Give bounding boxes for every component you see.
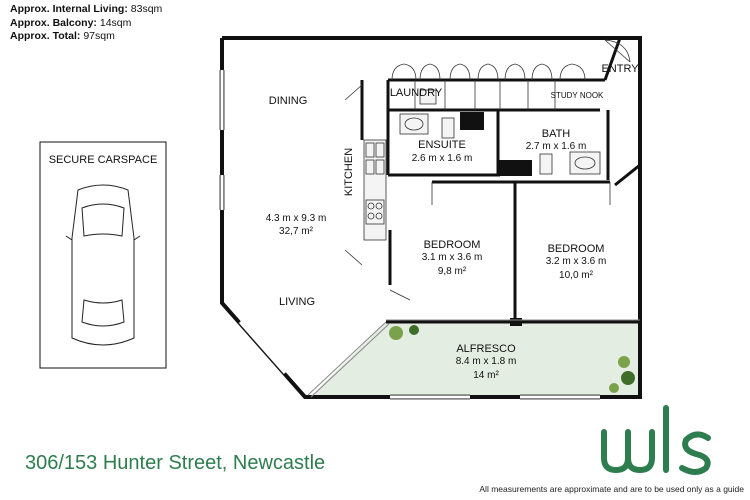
carspace-outline bbox=[39, 141, 167, 369]
pillar bbox=[510, 318, 522, 326]
label-kitchen: KITCHEN bbox=[343, 148, 355, 196]
car-icon bbox=[65, 184, 141, 346]
interior-walls bbox=[360, 37, 641, 324]
label-living: LIVING bbox=[279, 296, 315, 308]
label-ensuite-dims: 2.6 m x 1.6 m bbox=[412, 153, 473, 164]
label-bath-dims: 2.7 m x 1.6 m bbox=[526, 141, 587, 152]
property-address: 306/153 Hunter Street, Newcastle bbox=[25, 452, 326, 474]
windows bbox=[220, 70, 600, 399]
label-bedroom-1: BEDROOM bbox=[424, 239, 481, 251]
cupboard-doors bbox=[344, 39, 631, 301]
brand-logo bbox=[601, 405, 711, 475]
balcony-label: Approx. Balcony: bbox=[10, 16, 97, 29]
label-bath: BATH bbox=[542, 128, 571, 140]
label-living-dims: 4.3 m x 9.3 m bbox=[266, 213, 327, 224]
area-summary: Approx. Internal Living: 83sqm Approx. B… bbox=[10, 3, 162, 44]
duct-block bbox=[460, 112, 484, 130]
internal-living-label: Approx. Internal Living: bbox=[10, 3, 128, 15]
label-bedroom-1-area: 9,8 m² bbox=[438, 266, 467, 277]
total-value: 97sqm bbox=[83, 30, 115, 42]
label-dining: DINING bbox=[269, 95, 308, 107]
duct-block-2 bbox=[498, 160, 532, 176]
balcony-value: 14sqm bbox=[99, 16, 132, 29]
label-alfresco-dims: 8.4 m x 1.8 m bbox=[456, 356, 517, 367]
label-bedroom-1-dims: 3.1 m x 3.6 m bbox=[422, 252, 483, 263]
fixtures bbox=[363, 89, 601, 241]
label-bedroom-2-area: 10,0 m² bbox=[559, 270, 594, 281]
label-ensuite: ENSUITE bbox=[418, 139, 466, 151]
label-bedroom-2-dims: 3.2 m x 3.6 m bbox=[546, 256, 607, 267]
label-alfresco: ALFRESCO bbox=[456, 343, 516, 355]
label-carspace: SECURE CARSPACE bbox=[49, 154, 158, 166]
label-alfresco-area: 14 m² bbox=[473, 370, 499, 381]
label-entry: ENTRY bbox=[601, 63, 639, 75]
disclaimer: All measurements are approximate and are… bbox=[479, 484, 744, 494]
label-bedroom-2: BEDROOM bbox=[548, 243, 605, 255]
alfresco-area bbox=[310, 322, 640, 397]
label-living-area: 32,7 m² bbox=[279, 226, 314, 237]
outer-walls bbox=[220, 36, 642, 399]
window-lines bbox=[219, 70, 600, 400]
total-label: Approx. Total: bbox=[10, 30, 81, 42]
shrubs bbox=[389, 325, 635, 393]
internal-living-value: 83sqm bbox=[130, 3, 163, 15]
glass-doors bbox=[307, 319, 640, 398]
label-study-nook: STUDY NOOK bbox=[551, 91, 604, 100]
label-laundry: LAUNDRY bbox=[390, 87, 443, 99]
